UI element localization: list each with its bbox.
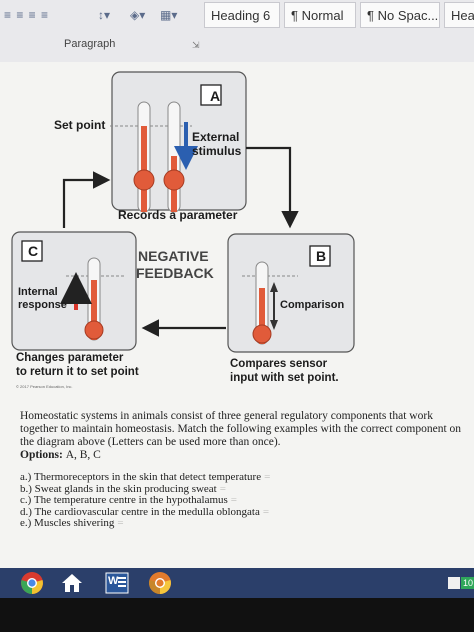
- changes-parameter-label-2: to return it to set point: [16, 366, 139, 378]
- answer-field[interactable]: =: [219, 482, 226, 495]
- borders-icon[interactable]: ▦▾: [160, 8, 178, 22]
- negative-label: NEGATIVE: [138, 248, 209, 264]
- set-point-label: Set point: [54, 118, 106, 132]
- internal-response-label-2: response: [18, 299, 67, 311]
- options-line: Options: A, B, C: [20, 449, 470, 462]
- answer-field[interactable]: =: [117, 517, 124, 529]
- answer-field[interactable]: =: [230, 494, 238, 506]
- style-heading[interactable]: Head: [444, 2, 474, 28]
- list-item[interactable]: b.) Sweat glands in the skin producing s…: [20, 482, 470, 496]
- records-parameter-label: Records a parameter: [118, 208, 238, 222]
- item-label: e.) Muscles shivering: [20, 517, 115, 529]
- monitor-bezel: [0, 598, 474, 632]
- feedback-diagram: A C B Set point External stimulus Record…: [8, 66, 368, 402]
- comparison-label: Comparison: [280, 299, 345, 311]
- style-normal[interactable]: ¶ Normal: [284, 2, 356, 28]
- copyright-label: © 2017 Pearson Education, Inc.: [16, 384, 73, 389]
- chrome-icon[interactable]: [20, 571, 44, 595]
- answer-field[interactable]: =: [262, 505, 270, 518]
- style-heading-6[interactable]: Heading 6: [204, 2, 280, 28]
- item-label: a.) Thermoreceptors in the skin that det…: [20, 471, 262, 483]
- feedback-diagram-graphic: [11, 71, 355, 353]
- screen: ≡ ≡ ≡ ≡ ↕▾ ◈▾ ▦▾ Heading 6 ¶ Normal ¶ No…: [0, 0, 474, 568]
- internal-response-label-1: Internal: [18, 286, 58, 298]
- list-item[interactable]: d.) The cardiovascular centre in the med…: [20, 505, 470, 519]
- line-spacing-icon[interactable]: ↕▾: [98, 8, 111, 22]
- question-text: Homeostatic systems in animals consist o…: [20, 410, 462, 448]
- ribbon: ≡ ≡ ≡ ≡ ↕▾ ◈▾ ▦▾ Heading 6 ¶ Normal ¶ No…: [0, 0, 474, 63]
- taskbar: W 10: [0, 568, 474, 598]
- list-item[interactable]: a.) Thermoreceptors in the skin that det…: [20, 471, 470, 484]
- example-list: a.) Thermoreceptors in the skin that det…: [20, 471, 470, 530]
- word-icon-letter: W: [108, 575, 119, 587]
- document-page: A C B Set point External stimulus Record…: [0, 62, 474, 568]
- item-label: c.) The temperature centre in the hypoth…: [20, 494, 228, 506]
- home-icon[interactable]: [60, 571, 84, 595]
- question-block: Homeostatic systems in animals consist o…: [20, 410, 470, 530]
- compares-sensor-label-2: input with set point.: [230, 372, 339, 384]
- shading-icon[interactable]: ◈▾: [130, 8, 146, 22]
- style-no-spacing[interactable]: ¶ No Spac...: [360, 2, 440, 28]
- answer-field[interactable]: =: [264, 471, 271, 483]
- list-item[interactable]: e.) Muscles shivering=: [20, 517, 470, 530]
- external-stimulus-label-1: External: [192, 130, 240, 144]
- align-icons[interactable]: ≡ ≡ ≡ ≡: [4, 8, 50, 22]
- changes-parameter-label-1: Changes parameter: [16, 352, 124, 364]
- system-tray-icon[interactable]: 10: [446, 571, 474, 595]
- box-b-label: B: [316, 248, 327, 264]
- tray-badge: 10: [463, 578, 474, 588]
- chrome-canary-icon[interactable]: [148, 571, 172, 595]
- compares-sensor-label-1: Compares sensor: [230, 358, 328, 370]
- item-label: b.) Sweat glands in the skin producing s…: [20, 482, 217, 495]
- item-label: d.) The cardiovascular centre in the med…: [20, 505, 260, 518]
- list-item[interactable]: c.) The temperature centre in the hypoth…: [20, 494, 470, 507]
- external-stimulus-label-2: stimulus: [192, 144, 242, 158]
- feedback-label: FEEDBACK: [136, 265, 214, 281]
- paragraph-group-label: Paragraph: [64, 38, 116, 50]
- paragraph-dialog-launcher-icon[interactable]: ⇲: [192, 40, 200, 50]
- box-a-label: A: [210, 88, 221, 104]
- box-c-label: C: [28, 243, 39, 259]
- word-icon[interactable]: W: [102, 571, 132, 595]
- options-label: Options:: [20, 449, 63, 461]
- options-value: A, B, C: [65, 449, 101, 461]
